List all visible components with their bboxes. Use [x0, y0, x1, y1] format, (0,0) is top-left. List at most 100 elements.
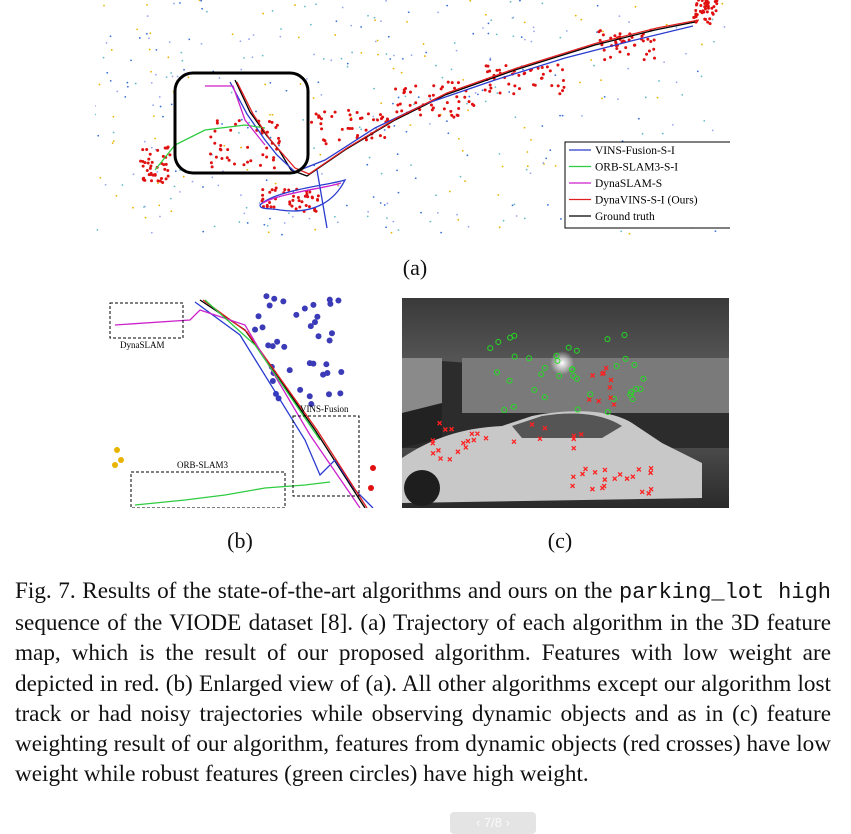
- feature-dot: [422, 43, 425, 45]
- low-weight-dot: [561, 89, 565, 93]
- feature-dot: [385, 53, 388, 55]
- feature-dot: [319, 153, 322, 156]
- feature-dot: [468, 95, 471, 98]
- low-weight-dot: [378, 113, 382, 117]
- low-weight-dot: [652, 38, 656, 42]
- feature-dot: [146, 15, 149, 17]
- loop-trajectory: [259, 178, 347, 212]
- feature-dot: [602, 30, 604, 33]
- feature-dot: [383, 204, 386, 206]
- low-weight-dot: [233, 162, 237, 166]
- subfigure-label-c: (c): [547, 528, 573, 553]
- low-weight-dot: [372, 118, 376, 122]
- low-weight-dot: [432, 84, 436, 88]
- feature-dot: [675, 81, 678, 84]
- feature-dot: [124, 95, 127, 98]
- low-weight-dot: [694, 3, 698, 7]
- feature-dot: [711, 129, 714, 132]
- feature-dot: [546, 204, 549, 206]
- feature-dot: [134, 82, 137, 85]
- low-weight-dot: [269, 205, 273, 209]
- feature-dot: [367, 210, 370, 213]
- feature-dot: [712, 40, 715, 43]
- orb-slam3-box: [130, 471, 286, 508]
- feature-dot: [279, 35, 282, 38]
- enlarged-blue-dot: [325, 391, 332, 398]
- feature-dot: [341, 6, 344, 9]
- low-weight-dot: [378, 134, 382, 138]
- feature-dot: [230, 91, 233, 94]
- low-weight-dot: [446, 80, 450, 84]
- feature-dot: [723, 26, 726, 28]
- feature-dot: [95, 104, 96, 107]
- low-weight-dot: [488, 89, 492, 93]
- low-weight-dot: [484, 64, 488, 68]
- low-weight-dot: [145, 147, 149, 151]
- feature-dot: [526, 165, 529, 168]
- feature-dot: [385, 0, 388, 2]
- low-weight-dot: [450, 81, 454, 85]
- feature-dot: [205, 10, 208, 13]
- feature-dot: [396, 153, 399, 156]
- low-weight-dot: [150, 160, 154, 164]
- feature-dot: [335, 20, 338, 23]
- low-weight-dot: [641, 39, 645, 43]
- feature-dot: [389, 58, 392, 60]
- legend-label: DynaSLAM-S: [595, 178, 662, 190]
- enlarged-yellow-dot: [112, 462, 118, 468]
- feature-weighting-image: [402, 298, 729, 508]
- feature-dot: [97, 134, 100, 137]
- low-weight-dot: [366, 112, 370, 116]
- low-weight-feature: [607, 385, 613, 390]
- feature-dot: [152, 104, 155, 107]
- feature-dot: [533, 30, 535, 33]
- low-weight-dot: [394, 87, 398, 91]
- feature-dot: [396, 169, 398, 172]
- feature-dot: [410, 164, 412, 167]
- low-weight-feature: [599, 485, 605, 491]
- high-weight-feature: [494, 369, 501, 376]
- low-weight-dot: [645, 52, 649, 56]
- low-weight-dot: [452, 115, 456, 119]
- low-weight-feature: [463, 444, 469, 450]
- low-weight-feature: [449, 426, 455, 432]
- feature-dot: [274, 182, 277, 185]
- low-weight-dot: [141, 164, 145, 168]
- feature-dot: [525, 168, 528, 171]
- feature-dot: [414, 177, 417, 180]
- page-indicator[interactable]: ‹ 7/8 ›: [450, 812, 536, 834]
- low-weight-dot: [640, 34, 644, 38]
- feature-dot: [111, 142, 114, 145]
- feature-dot: [383, 129, 386, 131]
- low-weight-dot: [229, 128, 233, 132]
- feature-dot: [374, 19, 377, 22]
- low-weight-dot: [350, 127, 354, 131]
- low-weight-dot: [219, 143, 223, 147]
- feature-dot: [110, 49, 113, 51]
- feature-dot: [333, 215, 336, 218]
- low-weight-dot: [215, 121, 219, 125]
- feature-dot: [336, 221, 339, 224]
- feature-dot: [366, 215, 369, 218]
- low-weight-dot: [488, 83, 492, 87]
- low-weight-dot: [291, 198, 295, 202]
- feature-dot: [116, 90, 119, 93]
- feature-dot: [425, 51, 428, 54]
- feature-dot: [515, 215, 518, 217]
- low-weight-dot: [646, 37, 650, 41]
- enlarged-yellow-dot: [118, 457, 124, 463]
- low-weight-dot: [694, 20, 698, 24]
- feature-dot: [386, 217, 388, 220]
- high-weight-feature: [570, 372, 577, 379]
- low-weight-feature: [571, 445, 577, 451]
- low-weight-feature: [511, 439, 517, 445]
- feature-dot: [401, 58, 404, 60]
- feature-dot: [603, 95, 606, 98]
- feature-dot: [637, 117, 640, 120]
- low-weight-feature: [611, 402, 617, 408]
- feature-dot: [530, 40, 533, 43]
- low-weight-dot: [613, 34, 617, 38]
- feature-dot: [367, 14, 369, 17]
- dynaslam-trajectory: [205, 85, 266, 146]
- enlarged-blue-dot: [337, 390, 344, 397]
